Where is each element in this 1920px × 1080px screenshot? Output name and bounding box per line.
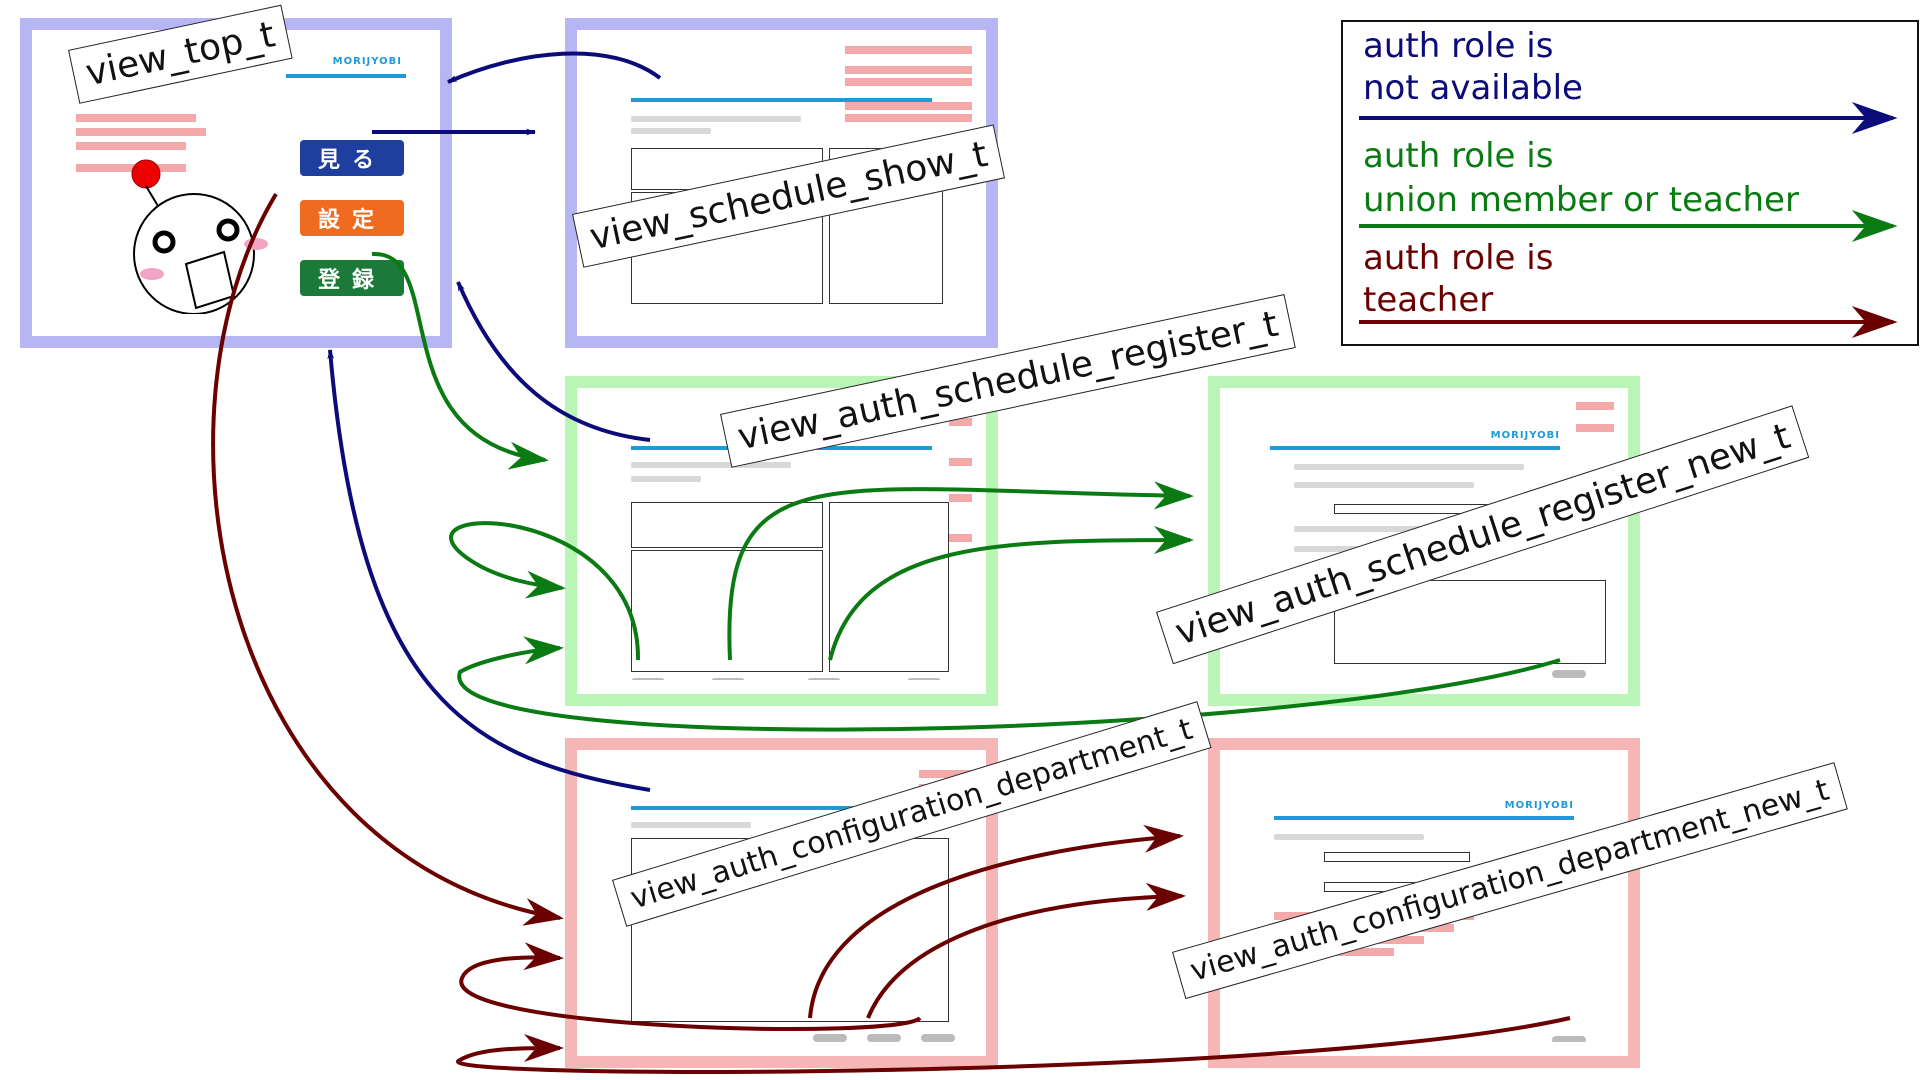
note-highlight [845,78,972,86]
arrow-delete-to-configuration-department [459,942,922,1031]
arrow-edit-to-configuration-department-new [866,882,1186,1019]
delete-button[interactable] [921,1034,955,1042]
filter-row [631,116,801,122]
legend-blue-line1: auth role is [1363,26,1554,66]
save-button[interactable] [1552,670,1586,678]
note-highlight [76,164,186,172]
frame-view-top: MORIJYOBI 見る 設定 登録 [20,18,452,348]
edit-button[interactable] [711,678,745,680]
legend-arrows [1359,102,1898,338]
note-highlight [76,114,196,122]
department-field[interactable] [1324,852,1470,862]
delete-button[interactable] [807,678,841,680]
header-rule [1274,816,1574,820]
screen-view-top: MORIJYOBI 見る 設定 登録 [46,44,426,322]
note-highlight [845,46,972,54]
breadcrumb-row [631,822,751,828]
arrow-save-to-schedule-register [457,636,1561,732]
note-highlight [949,494,972,502]
filter-row [631,462,791,468]
back-button[interactable] [907,678,941,680]
header-rule [286,74,406,78]
date-row [1294,526,1494,532]
note-highlight [919,770,972,778]
note-highlight [845,66,972,74]
view-button[interactable]: 見る [300,140,404,176]
arrow-configuration-department-to-top [327,349,651,792]
note-highlight [949,534,972,542]
note-highlight [949,458,972,466]
note-highlight [845,102,972,110]
legend: auth role is not available auth role is … [1341,20,1919,346]
note-highlight [1576,424,1614,432]
arrow-edit-to-schedule-register-new [828,526,1194,661]
arrow-new-to-schedule-register-new [727,481,1194,661]
save-button[interactable] [1552,1036,1586,1042]
logo: MORIJYOBI [1504,800,1574,811]
note-highlight [76,128,206,136]
logo: MORIJYOBI [332,56,402,67]
header-rule [631,806,902,810]
calendar-box [631,550,823,672]
legend-red-line1: auth role is [1363,238,1554,278]
filter-row [631,476,701,482]
arrow-settings-button-to-configuration-department [211,192,564,926]
filter-row [631,128,711,134]
arrow-delete-to-schedule-register [449,521,641,661]
company-table [631,502,823,548]
settings-button[interactable]: 設定 [300,200,404,236]
header-rule [1270,446,1560,450]
note-highlight [845,114,972,122]
category-row [1294,464,1524,470]
mascot-icon [131,159,268,314]
legend-red-line2: teacher [1363,280,1494,320]
arrow-new-to-configuration-department-new [808,824,1184,1019]
header-rule [631,98,932,102]
logo: MORIJYOBI [1490,430,1560,441]
arrow-schedule-show-to-top [447,51,662,84]
breadcrumb-row [1274,834,1424,840]
category-row [1294,482,1474,488]
register-button[interactable]: 登録 [300,260,404,296]
legend-green-line1: auth role is [1363,136,1554,176]
legend-blue-line2: not available [1363,68,1583,108]
legend-green-line2: union member or teacher [1363,180,1799,220]
edit-button[interactable] [867,1034,901,1042]
note-highlight [1576,402,1614,410]
detail-box [829,502,949,672]
arrow-schedule-register-to-top [456,281,651,442]
arrow-save-to-configuration-department [455,1016,1571,1074]
note-highlight [949,418,972,426]
note-highlight [76,142,186,150]
new-button[interactable] [631,678,665,680]
arrow-register-button-to-schedule-register [371,251,549,470]
new-button[interactable] [813,1034,847,1042]
